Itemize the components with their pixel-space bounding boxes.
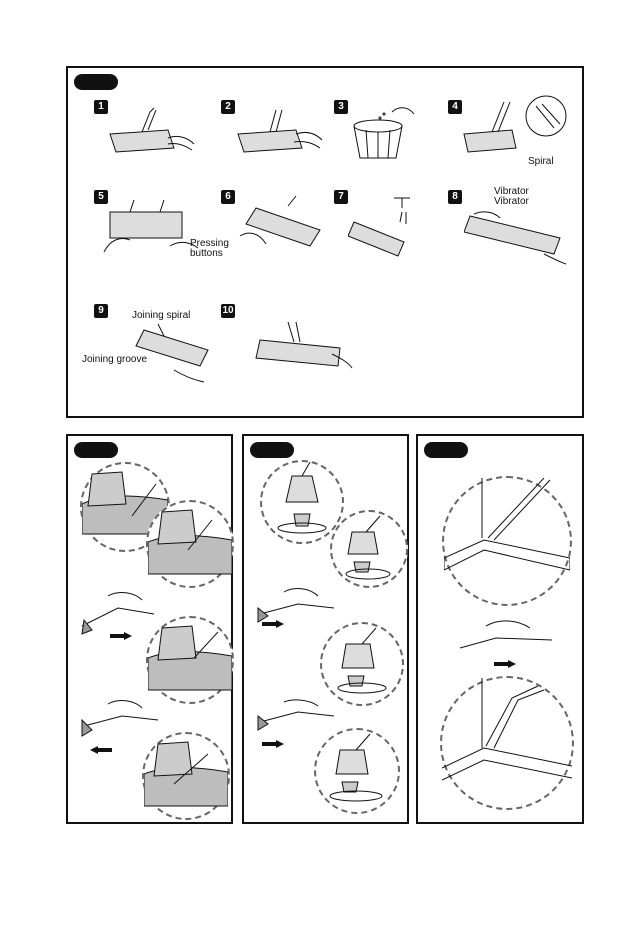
tool-illustration-1 (254, 584, 338, 624)
right-arrow-icon (110, 632, 132, 640)
detail-circle-1 (442, 476, 572, 606)
step-number-7: 7 (334, 190, 348, 204)
detail-circle-4 (314, 728, 400, 814)
tool-illustration (456, 614, 556, 654)
step-number-10: 10 (221, 304, 235, 318)
label-vibrator-1: Vibrator (494, 186, 529, 197)
right-arrow-icon (262, 740, 284, 748)
step-5-illustration (100, 196, 200, 266)
detail-circle-2 (440, 676, 574, 810)
step-1-illustration (108, 104, 196, 162)
step-6-illustration (236, 194, 324, 258)
detail-circle-2 (330, 510, 408, 588)
tool-illustration-2 (78, 696, 162, 746)
main-panel: 1 2 3 4 Spiral 5 (66, 66, 584, 418)
label-joining-groove: Joining groove (82, 354, 148, 365)
detail-circle-4 (142, 732, 230, 820)
step-number-5: 5 (94, 190, 108, 204)
section-tab (74, 442, 118, 458)
upholstery-panel (66, 434, 234, 824)
step-number-9: 9 (94, 304, 108, 318)
step-number-2: 2 (221, 100, 235, 114)
step-number-3: 3 (334, 100, 348, 114)
label-spiral: Spiral (528, 156, 554, 167)
step-number-1: 1 (94, 100, 108, 114)
right-arrow-icon (494, 660, 516, 668)
corners-panel (416, 434, 584, 824)
label-buttons: buttons (190, 248, 223, 259)
tool-illustration-2 (254, 698, 338, 738)
filter-panel (242, 434, 409, 824)
step-7-illustration (348, 192, 428, 262)
section-tab (250, 442, 294, 458)
detail-circle-3 (146, 616, 234, 704)
label-vibrator-2: Vibrator (494, 196, 529, 207)
step-number-4: 4 (448, 100, 462, 114)
detail-circle-1 (80, 462, 170, 552)
label-pressing: Pressing (190, 238, 229, 249)
section-tab (424, 442, 468, 458)
left-arrow-icon (90, 746, 112, 754)
detail-circle-3 (320, 622, 404, 706)
label-joining-spiral: Joining spiral (132, 310, 191, 321)
step-2-illustration (236, 104, 324, 162)
tool-illustration-1 (78, 586, 158, 636)
section-tab (74, 74, 118, 90)
step-3-illustration (348, 104, 418, 162)
step-number-6: 6 (221, 190, 235, 204)
right-arrow-icon (262, 620, 284, 628)
detail-circle-1 (260, 460, 344, 544)
step-4-illustration (462, 94, 572, 160)
step-10-illustration (254, 318, 354, 382)
detail-circle-2 (146, 500, 234, 588)
step-number-8: 8 (448, 190, 462, 204)
step-8-illustration (464, 208, 568, 266)
step-9-illustration (134, 322, 214, 386)
